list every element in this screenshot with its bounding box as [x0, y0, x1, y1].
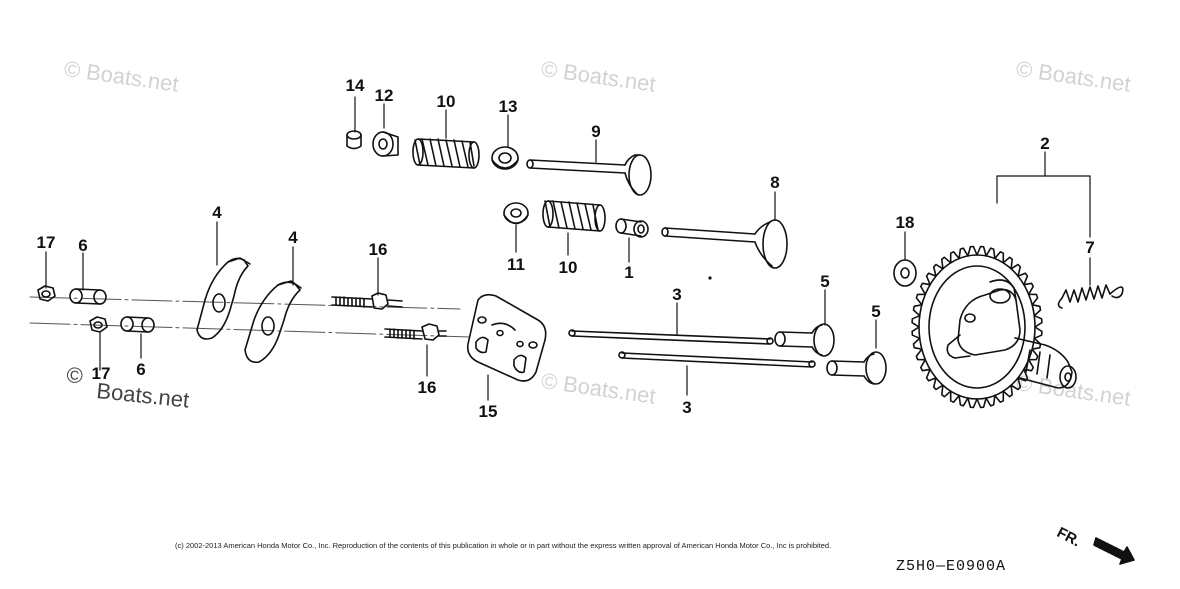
callout-5: 5: [820, 272, 830, 291]
callout-15: 15: [478, 402, 498, 421]
valve-9: [526, 154, 652, 196]
callout-17: 17: [91, 364, 111, 383]
camshaft-2: [911, 245, 1077, 409]
callout-16: 16: [368, 240, 388, 259]
nut-17-bottom: [89, 316, 108, 333]
callout-5: 5: [871, 302, 881, 321]
valve-spring-10-top: [412, 138, 480, 169]
alignment-lines: [29, 296, 471, 338]
tappet-5-bottom: [826, 351, 887, 385]
leader-lines: [45, 96, 1091, 401]
callout-10: 10: [436, 92, 456, 111]
stud-16-top: [331, 292, 403, 310]
callout-16: 16: [417, 378, 437, 397]
figure-code: Z5H0—E0900A: [896, 558, 1007, 575]
callout-7: 7: [1085, 238, 1095, 257]
callout-6: 6: [78, 236, 88, 255]
rocker-arm-4-right: [244, 280, 302, 364]
callout-12: 12: [374, 86, 394, 105]
pushrod-3-top: [568, 329, 774, 345]
nut-17-top: [37, 285, 56, 302]
front-direction-arrow: [1093, 537, 1135, 565]
callout-11: 11: [507, 255, 525, 274]
pushrod-3-bottom: [618, 351, 816, 368]
valve-cotter-14: [346, 130, 362, 150]
gear-teeth: [911, 245, 1043, 409]
callout-6: 6: [136, 360, 146, 379]
callout-4: 4: [288, 228, 298, 247]
callout-14: 14: [345, 76, 365, 95]
callout-9: 9: [591, 122, 601, 141]
callout-1: 1: [624, 263, 634, 282]
callout-3: 3: [672, 285, 682, 304]
callout-10: 10: [558, 258, 578, 277]
watermark-copyright-symbol: ©: [65, 362, 85, 389]
pushrod-guide-plate-15: [466, 293, 547, 382]
valve-stem-seal-1: [615, 218, 649, 238]
valve-rotator-12: [372, 131, 399, 157]
callout-8: 8: [770, 173, 780, 192]
stud-16-bottom: [384, 323, 447, 341]
rocker-arm-4-left: [196, 257, 251, 340]
copyright-notice: (c) 2002-2013 American Honda Motor Co., …: [175, 541, 832, 550]
pivot-6-bottom: [120, 316, 155, 333]
valve-8: [661, 219, 788, 269]
callout-17: 17: [36, 233, 56, 252]
tappet-5-top: [774, 323, 835, 357]
callout-4: 4: [212, 203, 222, 222]
callout-2: 2: [1040, 134, 1050, 153]
pivot-6-top: [69, 288, 107, 305]
callout-18: 18: [895, 213, 915, 232]
callout-13: 13: [498, 97, 518, 116]
washer-18: [893, 259, 917, 287]
valve-retainer-13: [491, 146, 519, 170]
valve-spring-10-bottom: [542, 200, 606, 232]
gear-tooth-outline: [911, 245, 1043, 409]
callout-3: 3: [682, 398, 692, 417]
valve-retainer-11: [503, 202, 529, 225]
spring-7: [1057, 284, 1124, 309]
